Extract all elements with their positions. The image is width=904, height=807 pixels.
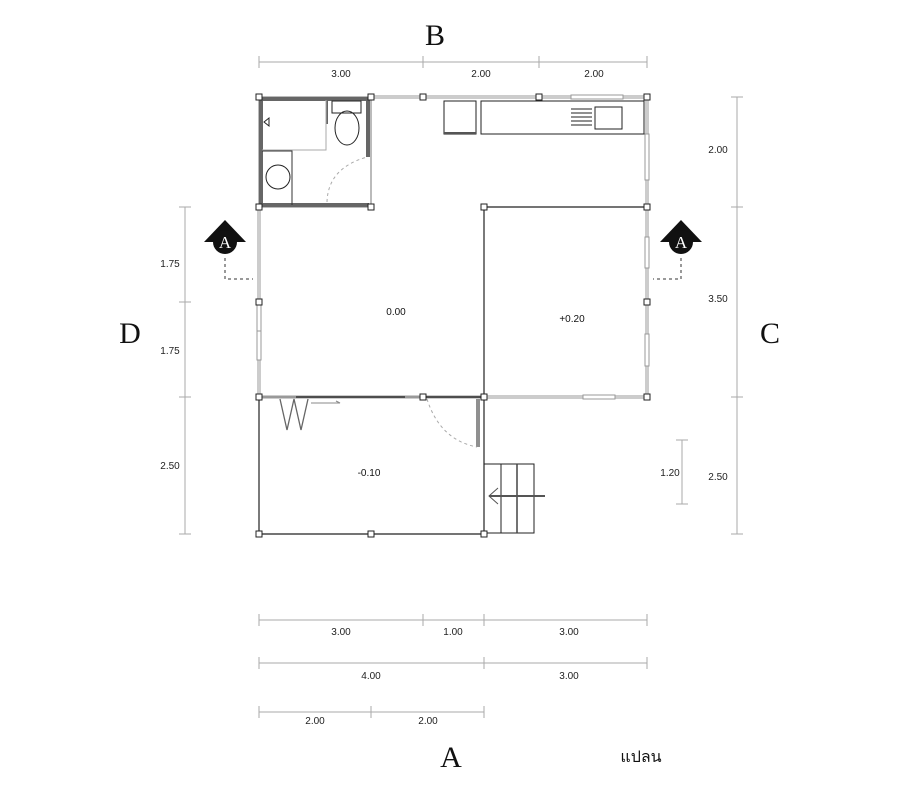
- kitchen-counter: [480, 100, 645, 135]
- dimension-label: 3.00: [559, 627, 579, 638]
- toilet-icon: [334, 110, 360, 146]
- windows: [256, 94, 650, 400]
- fridge: [443, 100, 477, 135]
- sink-icon: [594, 106, 623, 130]
- section-marker-left: A: [204, 220, 253, 280]
- dimension-label: 3.50: [708, 294, 728, 305]
- dimension-label: 3.00: [331, 69, 351, 80]
- walls: [257, 95, 649, 535]
- room-level-living: 0.00: [386, 307, 406, 318]
- dimension-label: 1.75: [160, 346, 180, 357]
- column-nodes: [255, 93, 651, 538]
- dimension-label: 3.00: [331, 627, 351, 638]
- dimension-bottom-3: 2.00 2.00: [258, 706, 485, 727]
- grid-label-left: D: [119, 317, 141, 350]
- dimension-label: 2.50: [160, 461, 180, 472]
- dimension-label: 2.00: [305, 716, 325, 727]
- dimension-label: 1.75: [160, 259, 180, 270]
- dimension-stair: 1.20: [660, 439, 688, 505]
- dimension-bottom-1: 3.00 1.00 3.00: [258, 614, 648, 638]
- door-swing: [426, 398, 478, 448]
- dimension-right: 2.00 3.50 2.50: [708, 96, 743, 535]
- dimension-label: A: [219, 233, 232, 252]
- grid-label-top: B: [425, 19, 445, 52]
- stove-icon: [571, 108, 592, 126]
- toilet-tank: [331, 100, 362, 114]
- dimension-label: 1.20: [660, 468, 680, 479]
- bathroom-door-swing: [326, 156, 368, 203]
- dimension-label: 1.00: [443, 627, 463, 638]
- dimension-label: 2.50: [708, 472, 728, 483]
- dimension-top: 3.00 2.00 2.00: [258, 56, 648, 80]
- dimension-left: 1.75 1.75 2.50: [160, 206, 191, 535]
- dimension-label: 2.00: [584, 69, 604, 80]
- dimension-label: A: [675, 233, 688, 252]
- dimension-bottom-2: 4.00 3.00: [258, 657, 648, 682]
- folding-door: [279, 398, 309, 431]
- folding-door-arrow: [311, 400, 341, 404]
- grid-label-bottom: A: [440, 741, 462, 774]
- stairs: [483, 463, 545, 534]
- dimension-label: 4.00: [361, 671, 381, 682]
- section-marker-right: A: [653, 220, 702, 280]
- plan-title: แปลน: [620, 747, 661, 766]
- washbasin-icon: [265, 164, 291, 190]
- grid-label-right: C: [760, 317, 780, 350]
- dimension-label: 2.00: [708, 145, 728, 156]
- room-level-bedroom: +0.20: [559, 314, 585, 325]
- shower-icon: [263, 116, 270, 128]
- dimension-label: 3.00: [559, 671, 579, 682]
- room-level-terrace: -0.10: [358, 468, 381, 479]
- dimension-label: 2.00: [471, 69, 491, 80]
- dimension-label: 2.00: [418, 716, 438, 727]
